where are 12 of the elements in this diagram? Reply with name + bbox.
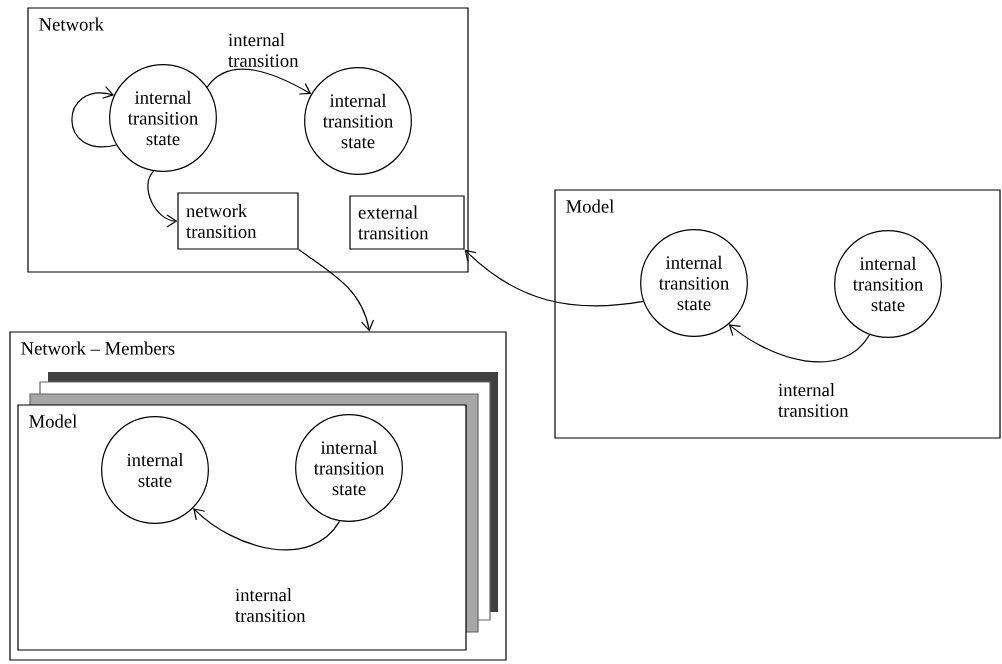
edge-label: internal transition [226,31,310,69]
transition-box: network transition [177,192,299,250]
transition-box: external transition [349,195,465,250]
edge-label: internal transition [233,586,317,624]
arrow [147,170,178,228]
arrow [298,249,375,332]
arrow [728,324,871,363]
arrow [464,249,644,307]
arrow [206,68,312,95]
edge-label: internal transition [776,381,860,419]
arrow [71,86,117,148]
arrow [193,508,341,551]
